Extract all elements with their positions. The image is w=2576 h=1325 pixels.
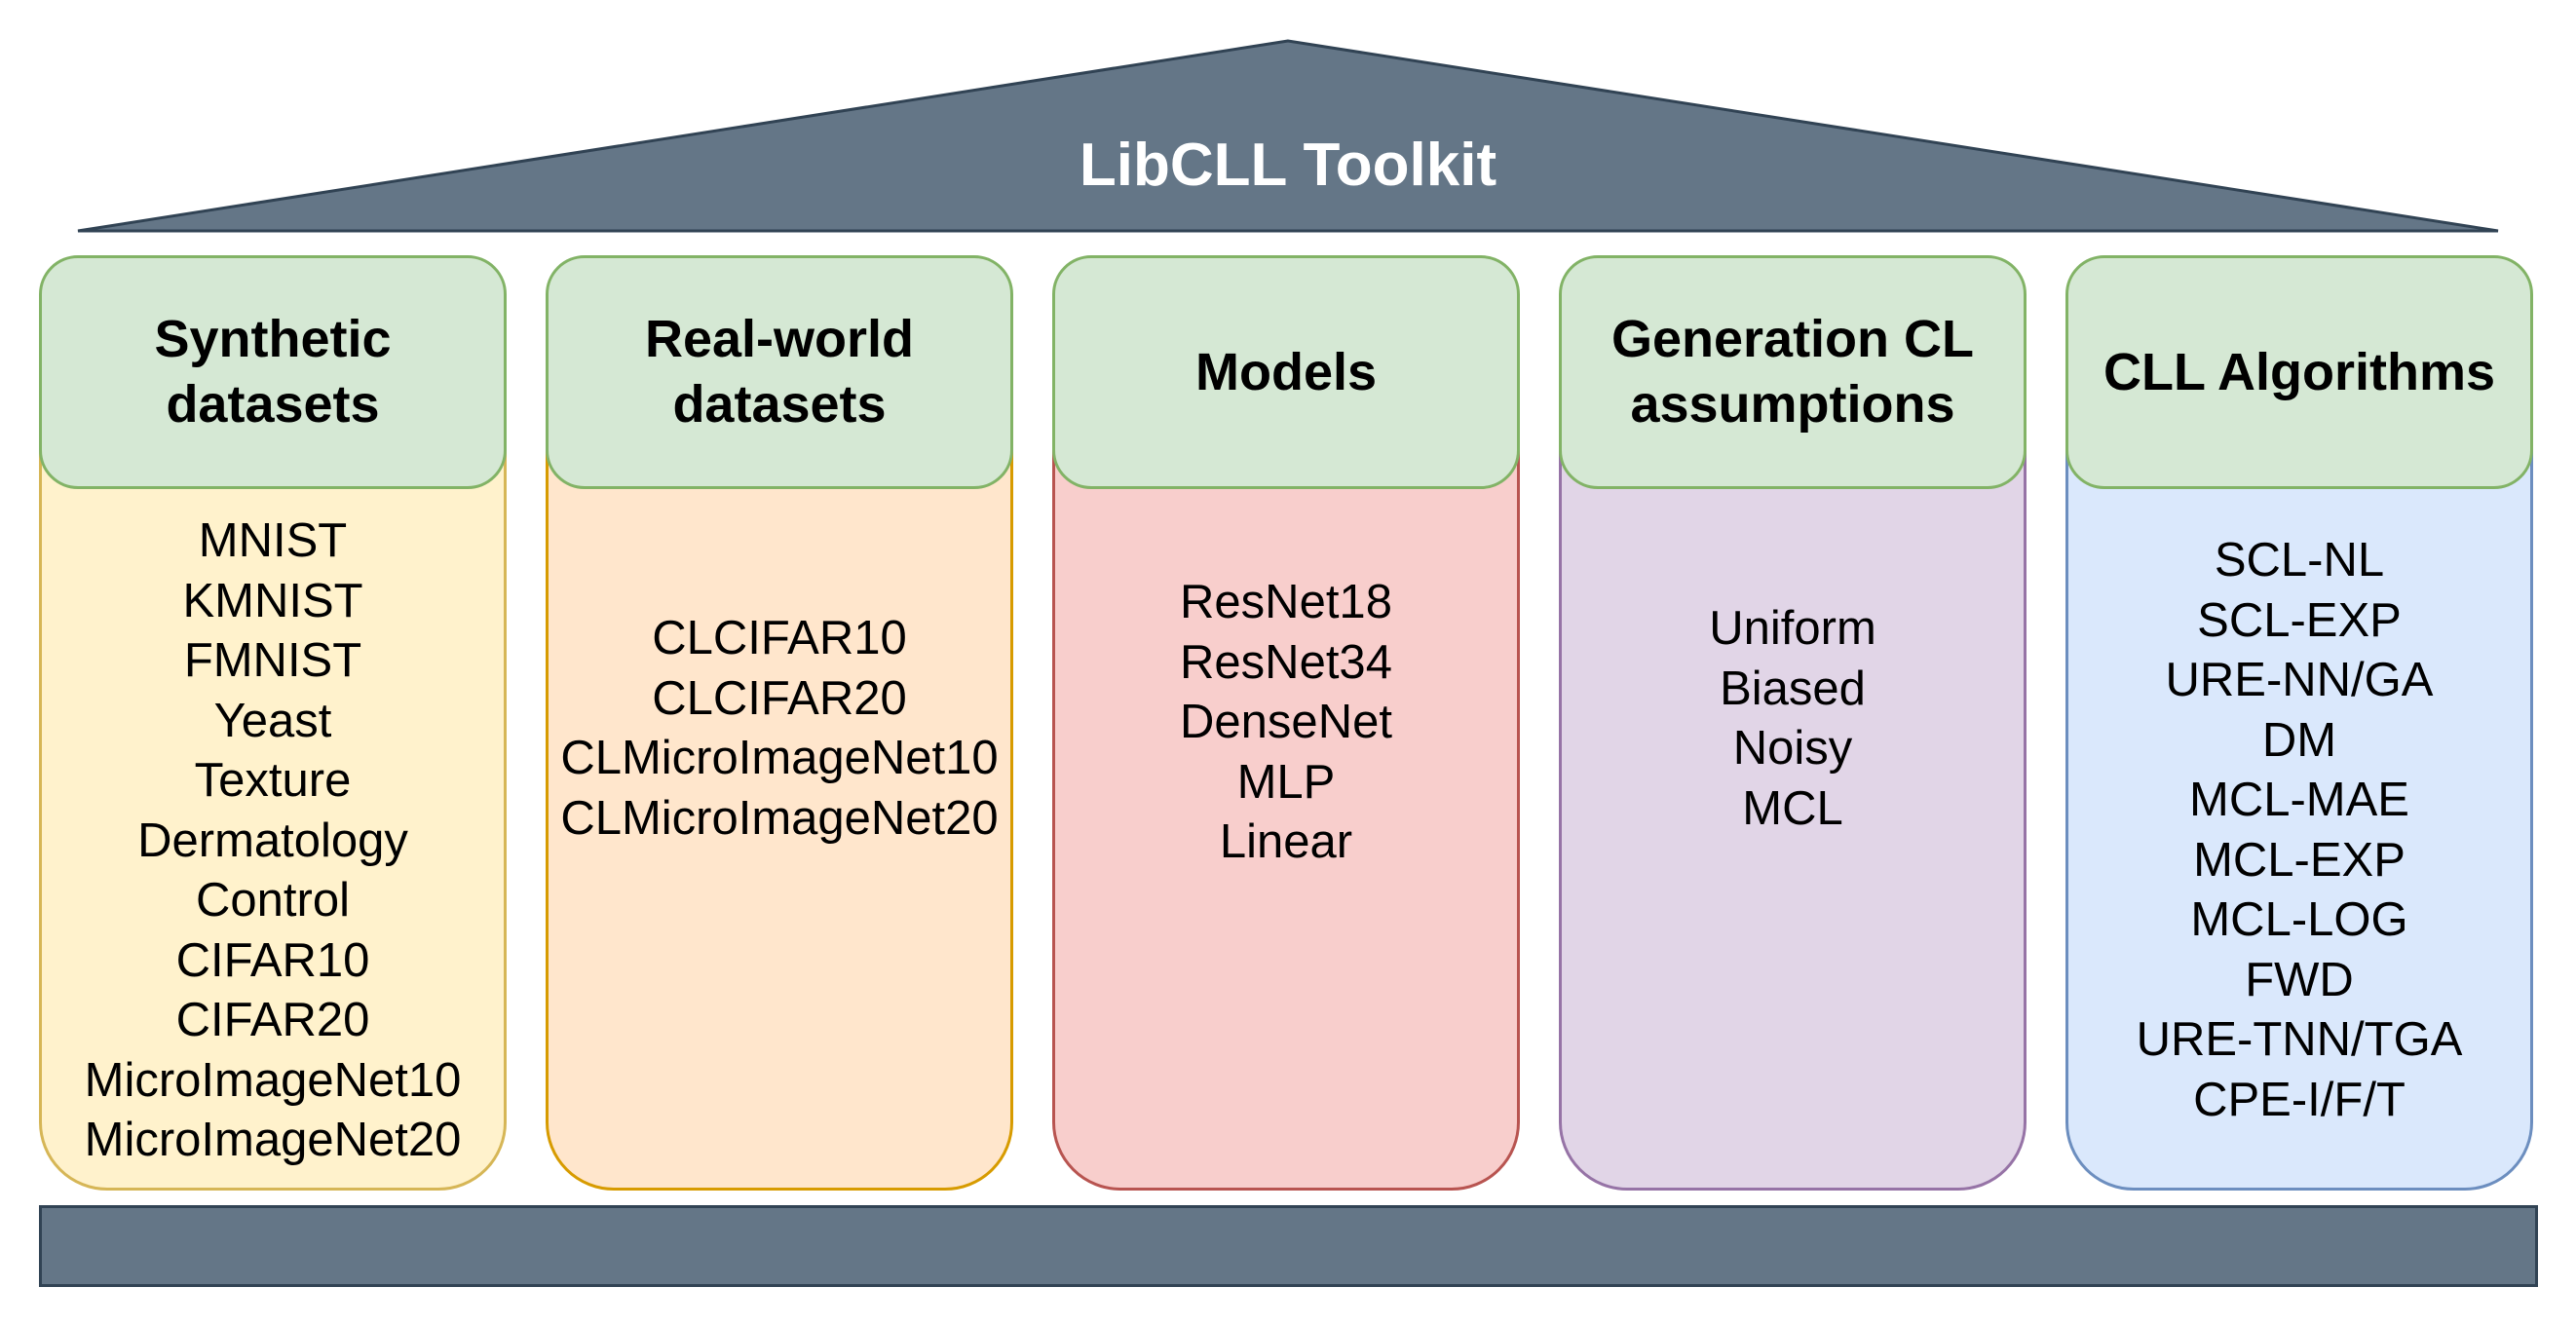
pillar-item: CLCIFAR10 bbox=[652, 612, 907, 664]
pillar-item: ResNet34 bbox=[1180, 635, 1392, 689]
roof-triangle bbox=[77, 39, 2499, 233]
pillar-item: MCL-MAE bbox=[2189, 774, 2409, 826]
base-foundation bbox=[39, 1205, 2538, 1287]
pillar-header: Models bbox=[1052, 255, 1520, 489]
pillar-item: Biased bbox=[1720, 662, 1866, 715]
pillar-header: Synthetic datasets bbox=[39, 255, 507, 489]
pillar-item: KMNIST bbox=[182, 574, 363, 627]
toolkit-title: LibCLL Toolkit bbox=[1079, 132, 1497, 199]
pillar-item: Control bbox=[196, 874, 350, 927]
pillar-item: SCL-NL bbox=[2214, 534, 2385, 587]
pillar-item: MCL bbox=[1742, 781, 1843, 835]
pillar-item: MicroImageNet10 bbox=[84, 1053, 462, 1107]
pillar-header: CLL Algorithms bbox=[2065, 255, 2533, 489]
pillar-item: DM bbox=[2261, 713, 2337, 767]
pillar-item: Texture bbox=[194, 754, 352, 807]
pillar-item: URE-TNN/TGA bbox=[2136, 1013, 2463, 1066]
pillar-header: Real-world datasets bbox=[546, 255, 1013, 489]
pillar-item: CLCIFAR20 bbox=[652, 671, 907, 725]
pillar-item: Dermatology bbox=[137, 814, 408, 867]
pillar-item: Yeast bbox=[213, 694, 332, 747]
roof bbox=[77, 39, 2499, 233]
pillar-item: CLMicroImageNet20 bbox=[560, 791, 999, 845]
pillar-item: ResNet18 bbox=[1180, 576, 1392, 628]
pillar-item: CLMicroImageNet10 bbox=[560, 732, 999, 784]
pillar-item: FMNIST bbox=[183, 634, 362, 687]
pillar-item: Linear bbox=[1219, 815, 1353, 868]
pillar-item: Noisy bbox=[1732, 722, 1853, 775]
pillar-item: FWD bbox=[2245, 953, 2354, 1006]
pillar-item: CIFAR20 bbox=[175, 994, 370, 1046]
pillar-header: Generation CL assumptions bbox=[1559, 255, 2027, 489]
pillar-item: CPE-I/F/T bbox=[2193, 1073, 2406, 1126]
pillar-item: MLP bbox=[1236, 755, 1336, 809]
pillar-item: MCL-LOG bbox=[2190, 893, 2408, 946]
pillar-item: CIFAR10 bbox=[175, 933, 370, 987]
pillar-item: Uniform bbox=[1709, 602, 1876, 655]
pillar-item: MicroImageNet20 bbox=[84, 1114, 462, 1166]
pillar-item: SCL-EXP bbox=[2197, 593, 2402, 647]
pillar-item-list: SCL-NL SCL-EXP URE-NN/GA DM MCL-MAE MCL-EXP MC… bbox=[2065, 531, 2533, 1130]
pillar-item: MCL-EXP bbox=[2193, 833, 2406, 887]
pillar-item: MNIST bbox=[198, 514, 348, 567]
pillar-item: URE-NN/GA bbox=[2165, 654, 2434, 706]
pillar-item: DenseNet bbox=[1180, 696, 1392, 748]
